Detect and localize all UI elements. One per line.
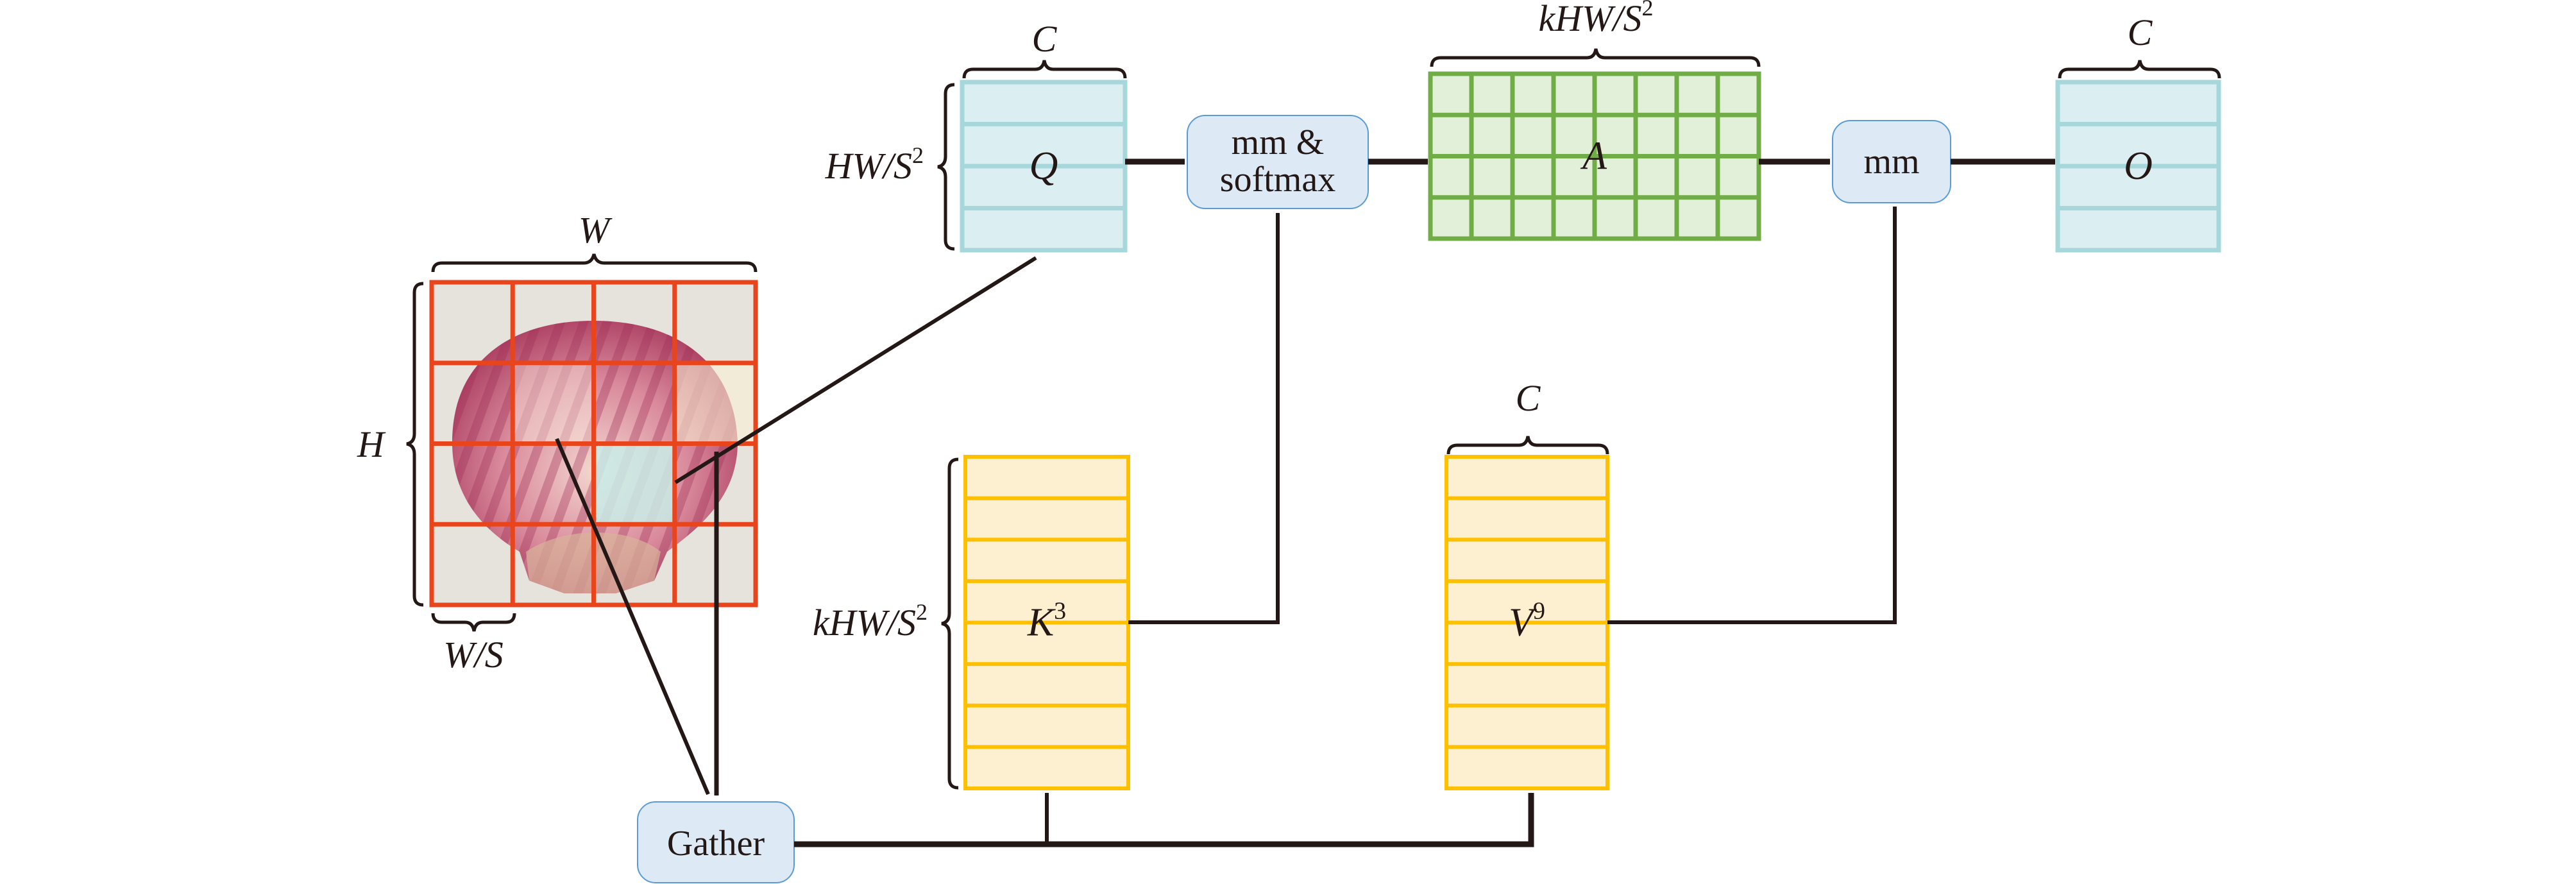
op-gather-label: Gather bbox=[667, 824, 765, 863]
k-rows-brace bbox=[941, 457, 959, 790]
input-image bbox=[429, 280, 758, 608]
image-patch-grid bbox=[429, 280, 758, 608]
o-channel-label: C bbox=[2128, 12, 2153, 53]
a-top-label: kHW/S2 bbox=[1538, 0, 1653, 39]
tensor-o-label: O bbox=[2124, 144, 2153, 188]
tensor-o: O bbox=[2055, 80, 2221, 253]
patch-brace bbox=[431, 613, 516, 632]
q-rows-brace bbox=[937, 83, 955, 251]
arrows bbox=[555, 158, 2056, 847]
patch-label: W/S bbox=[443, 634, 503, 676]
k-rows-label: kHW/S2 bbox=[813, 599, 928, 643]
line-gather-bus bbox=[794, 792, 1534, 847]
tensor-v: V9 bbox=[1445, 455, 1609, 790]
op-mm: mm bbox=[1832, 120, 1951, 203]
v-channel-brace bbox=[1446, 436, 1609, 455]
op-mm-softmax-line2: softmax bbox=[1220, 160, 1335, 200]
light-cell-2 bbox=[675, 363, 756, 445]
height-brace bbox=[406, 282, 424, 607]
q-channel-brace bbox=[962, 60, 1127, 79]
width-brace bbox=[431, 253, 758, 273]
tensor-v-label: V9 bbox=[1509, 598, 1545, 645]
q-channel-label: C bbox=[1032, 18, 1058, 60]
height-label: H bbox=[357, 423, 386, 465]
o-channel-brace bbox=[2058, 60, 2221, 79]
tensor-a: A bbox=[1428, 71, 1761, 241]
op-mm-label: mm bbox=[1863, 142, 1919, 182]
q-rows-label: HW/S2 bbox=[825, 142, 924, 187]
arrow-image-to-gather-diag bbox=[555, 438, 710, 795]
tensor-k-label: K3 bbox=[1027, 598, 1066, 645]
tensor-q: Q bbox=[960, 80, 1128, 253]
width-label: W bbox=[579, 209, 613, 251]
query-cell-highlight bbox=[594, 445, 675, 525]
v-channel-label: C bbox=[1516, 377, 1541, 419]
op-gather: Gather bbox=[637, 801, 795, 883]
tensor-q-label: Q bbox=[1030, 144, 1058, 188]
arrow-v-to-mm bbox=[1607, 206, 1897, 624]
arrow-image-to-q bbox=[674, 256, 1037, 484]
arrow-k-to-mm-softmax bbox=[1128, 212, 1280, 624]
tensor-a-label: A bbox=[1580, 135, 1607, 178]
light-cell-1 bbox=[513, 363, 594, 445]
tensor-k: K3 bbox=[963, 455, 1130, 790]
op-mm-softmax-line1: mm & bbox=[1232, 123, 1325, 162]
op-mm-softmax: mm & softmax bbox=[1187, 115, 1369, 209]
a-brace bbox=[1430, 48, 1761, 67]
